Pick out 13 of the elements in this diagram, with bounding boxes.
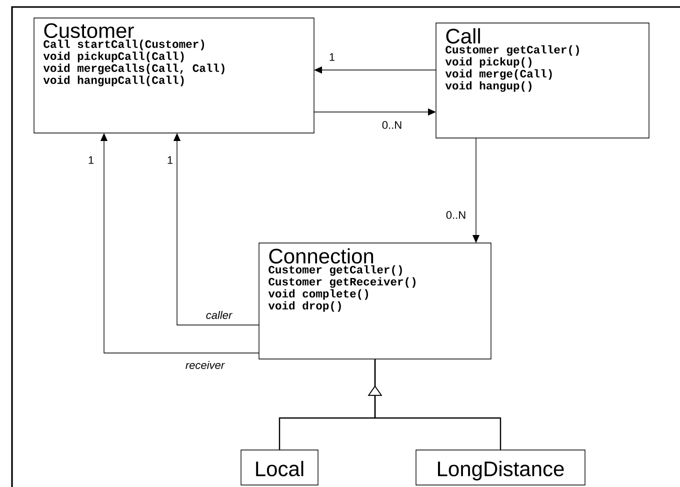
role-label: receiver [186, 360, 225, 370]
class-box: Call Customer getCaller() void pickup() void merge(Call) void hangup() [436, 22, 650, 138]
multiplicity-label: 1 [88, 156, 94, 164]
class-box: Local [240, 450, 318, 486]
generalization-arrow [368, 358, 502, 450]
multiplicity-label: 0..N [446, 211, 466, 219]
multiplicity-label: 0..N [382, 121, 402, 129]
class-box: Connection Customer getCaller() Customer getReceiver() void complete() void drop() [258, 242, 492, 360]
multiplicity-label: 1 [168, 156, 173, 164]
role-label: caller [206, 310, 232, 320]
class-box: LongDistance [416, 450, 586, 486]
multiplicity-label: 1 [330, 53, 335, 61]
class-box: Customer Call startCall(Customer) void pickupCall(Call) void mergeCalls(Call, Call) void hangupCall(Call) [34, 18, 314, 134]
